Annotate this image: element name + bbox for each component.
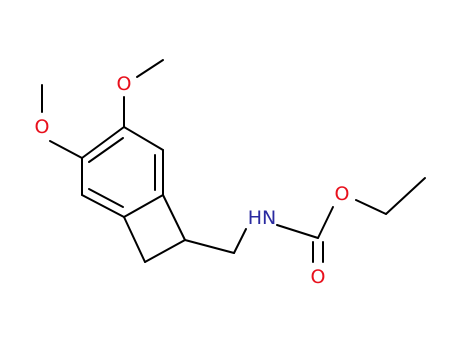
bond-ethyl [385,177,426,215]
bond-c7-ch2 [184,239,235,254]
bond-o-ethyl [355,199,387,215]
bond-cb-c3-c7 [162,194,186,241]
bond-ring-c1-c2 [123,126,164,151]
atom-nitrogen-carbamate: HN [248,207,277,229]
bond-o1-ring [49,140,83,159]
bond-ring-c6-c1-double [88,137,124,163]
bond-cb-c8-c4 [123,216,146,263]
bonds [41,59,426,263]
bond-ring-c4-c5 [81,194,125,218]
bond-c-o-ester [317,206,334,239]
bond-ring-c3-c4 [123,194,164,218]
atom-oxygen-ester: O [335,183,350,205]
bond-ch2-n [233,228,247,254]
atom-oxygen-carbonyl: O [311,266,326,288]
bond-methyl-2 [136,59,164,78]
atom-labels: O O HN O O [35,73,350,288]
bond-ring-c4-c5-double [88,188,124,208]
bond-n-c [276,224,319,239]
bond-ring-c6-c1 [81,126,125,159]
bond-cb-c7-c8 [144,239,186,263]
atom-oxygen-methoxy-1: O [35,116,50,138]
atom-oxygen-methoxy-2: O [117,73,132,95]
